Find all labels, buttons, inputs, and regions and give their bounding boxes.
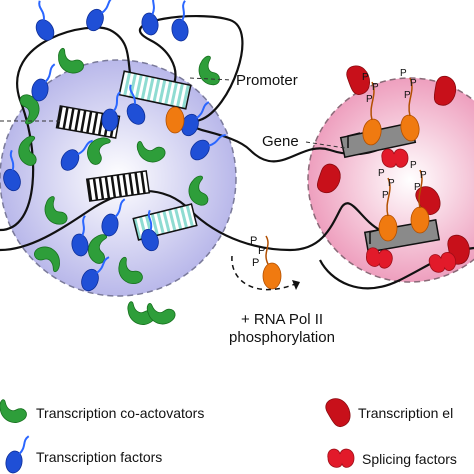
phospho-label: P (388, 178, 395, 189)
tss-arrow-lower (369, 228, 383, 244)
legend-elongation-label: Transcription el (358, 405, 453, 421)
legend-coactivator-icon (0, 392, 30, 429)
phospho-label: P (252, 257, 259, 269)
phospho-labels-right: P P P P P P P P P P P P (362, 68, 427, 201)
phosphorylation-inset: P P P (231, 235, 301, 291)
tss-arrow-upper (347, 132, 361, 148)
phospho-label: P (366, 94, 373, 105)
gene-label: Gene (262, 133, 299, 150)
phospho-label: P (258, 245, 265, 257)
phospho-label: P (414, 182, 421, 193)
phospho-label: P (400, 68, 407, 79)
legend-elongation-icon (323, 394, 355, 430)
pol2-left (165, 106, 185, 134)
phospho-label: P (404, 90, 411, 101)
outside-coactivator (142, 294, 179, 331)
legend-splicing-icon (327, 448, 355, 468)
phospho-tails-right (370, 77, 423, 217)
promoter-block-1 (118, 70, 192, 110)
legend-coactivator-label: Transcription co-actovators (36, 405, 204, 421)
legend-factor-icon (3, 432, 30, 474)
dna-strand-lower (0, 189, 381, 252)
phospho-label: P (420, 170, 427, 181)
phospho-label: P (410, 78, 417, 89)
promoter-leader-line (189, 77, 233, 81)
legend-splicing-label: Splicing factors (362, 451, 457, 467)
phospho-label: P (362, 72, 369, 83)
promoter-label: Promoter (236, 72, 298, 89)
phosphorylation-arrow (231, 255, 301, 291)
legend: Transcription co-actovators Transcriptio… (0, 392, 457, 474)
phospho-label: P (372, 82, 379, 93)
phospho-label: P (382, 190, 389, 201)
rna-pol-label-line1: + RNA Pol II (241, 311, 323, 328)
phospho-label: P (378, 168, 385, 179)
phospho-label: P (250, 235, 257, 247)
promoter-block-3 (85, 170, 151, 202)
rna-pol-label-line2: phosphorylation (229, 329, 335, 346)
phospho-label: P (410, 160, 417, 171)
legend-factor-label: Transcription factors (36, 449, 162, 465)
